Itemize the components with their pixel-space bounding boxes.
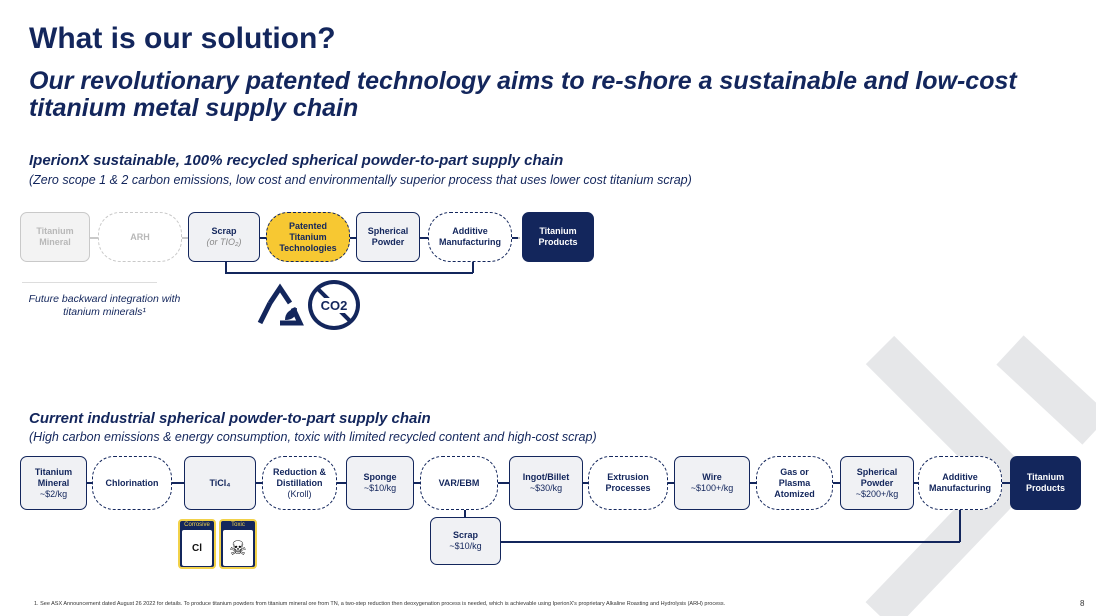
step-label: Powder	[860, 477, 894, 488]
step-price: (Kroll)	[287, 488, 312, 499]
step-label: VAR/EBM	[438, 477, 480, 488]
step-label: Titanium	[539, 226, 577, 236]
process-step: Reduction &Distillation(Kroll)	[262, 456, 337, 510]
no-co2-icon: CO2	[308, 280, 360, 330]
process-step: Ingot/Billet~$30/kg	[509, 456, 583, 510]
process-step: Wire~$100+/kg	[674, 456, 750, 510]
step-label: Additive	[942, 472, 978, 482]
top-heading: IperionX sustainable, 100% recycled sphe…	[29, 152, 564, 169]
hazard-label: Toxic	[231, 522, 245, 528]
step-label: Titanium	[36, 226, 74, 236]
step-price: ~$30/kg	[529, 483, 563, 493]
step-price: ~$2/kg	[39, 488, 68, 499]
bottom-subheading: (High carbon emissions & energy consumpt…	[29, 430, 597, 444]
step-label: Extrusion	[607, 472, 649, 482]
integration-note: Future backward integration with titaniu…	[28, 293, 181, 318]
footnote: 1. See ASX Announcement dated August 26 …	[34, 601, 726, 607]
step-label: Additive	[452, 226, 488, 236]
step-label: Atomized	[774, 488, 815, 499]
co2-label: CO2	[318, 297, 350, 313]
step-label: Plasma	[778, 477, 811, 488]
step-label: Titanium	[289, 231, 327, 242]
process-step: Sponge~$10/kg	[346, 456, 414, 510]
step-label: Manufacturing	[929, 483, 991, 493]
box-price: ~$10/kg	[449, 541, 482, 551]
step-label: Wire	[702, 472, 722, 482]
page-number: 8	[1080, 599, 1085, 608]
step-label: Products	[1025, 483, 1065, 493]
process-step: Chlorination	[92, 456, 172, 510]
bracket-line	[22, 282, 157, 283]
scrap-box: Scrap ~$10/kg	[430, 517, 501, 565]
toxic-hazard-icon: Toxic ☠	[219, 519, 257, 569]
scrap-line	[500, 541, 960, 543]
step-label: Mineral	[37, 477, 70, 488]
hazard-symbol: Cl	[182, 530, 212, 566]
step-label: Reduction &	[273, 466, 326, 477]
step-label: Scrap	[211, 226, 237, 236]
step-label: Gas or	[780, 466, 809, 477]
scrap-line	[464, 510, 466, 518]
bottom-heading: Current industrial spherical powder-to-p…	[29, 410, 431, 427]
step-label: TiCl₄	[209, 477, 231, 488]
step-label: Products	[538, 237, 578, 247]
step-label: Patented	[288, 220, 327, 231]
step-label: Titanium	[34, 466, 73, 477]
step-label: Ingot/Billet	[522, 472, 570, 482]
page-subtitle: Our revolutionary patented technology ai…	[29, 67, 1017, 122]
process-step: ARH	[98, 212, 182, 262]
process-step: Scrap(or TIO₂)	[188, 212, 260, 262]
step-label: ARH	[130, 231, 150, 242]
step-label: Powder	[371, 237, 405, 247]
process-step: VAR/EBM	[420, 456, 498, 510]
page-title: What is our solution?	[29, 22, 336, 55]
step-label: Mineral	[39, 237, 71, 247]
connector	[188, 237, 518, 239]
loop-line	[472, 262, 474, 273]
step-label: Sponge	[363, 472, 397, 482]
top-subheading: (Zero scope 1 & 2 carbon emissions, low …	[29, 173, 692, 187]
step-label: Chlorination	[105, 477, 159, 488]
hazard-symbol: ☠	[223, 530, 253, 566]
step-label: Technologies	[279, 242, 337, 253]
step-label: Spherical	[856, 466, 898, 477]
step-label: Distillation	[276, 477, 323, 488]
loop-line	[225, 272, 473, 274]
hazard-label: Corrosive	[184, 522, 210, 528]
loop-line	[225, 262, 227, 273]
step-price: ~$10/kg	[363, 483, 397, 493]
scrap-line	[959, 510, 961, 542]
step-label: Spherical	[367, 226, 409, 236]
step-price: ~$200+/kg	[855, 488, 899, 499]
process-step: TiCl₄	[184, 456, 256, 510]
box-label: Scrap	[452, 530, 478, 540]
step-label: Titanium	[1026, 472, 1065, 482]
step-label: Manufacturing	[439, 237, 501, 247]
step-label: (or TIO₂)	[206, 237, 242, 247]
step-price: ~$100+/kg	[690, 483, 734, 493]
step-label: Processes	[605, 483, 651, 493]
recycle-icon	[257, 283, 304, 326]
